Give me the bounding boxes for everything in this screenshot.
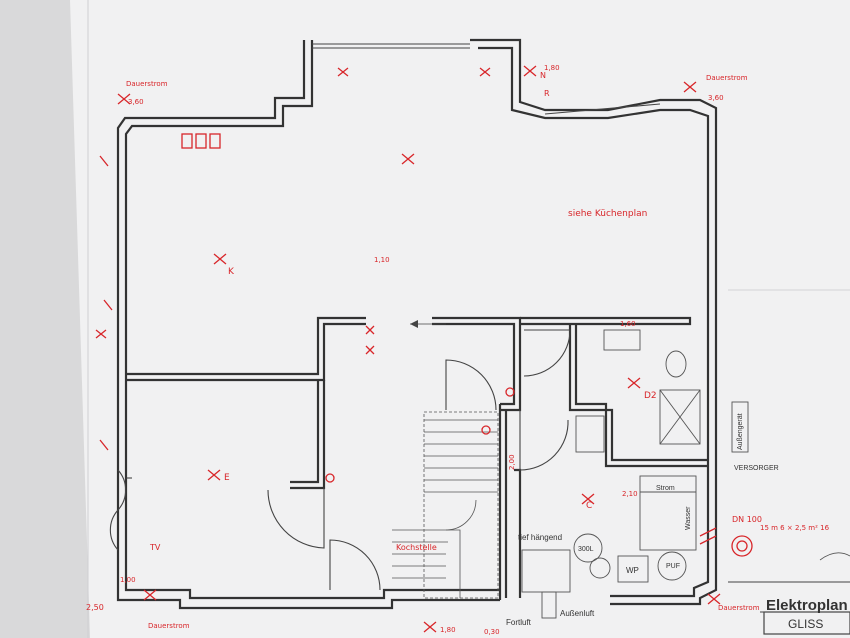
annot-dauerstrom-tr: Dauerstrom [706, 74, 748, 82]
annot-val-180-bottom: 1,80 [440, 626, 456, 634]
annot-val-100: 1,00 [120, 576, 136, 584]
annot-dauerstrom-br: Dauerstrom [718, 604, 760, 612]
label-strom: Strom [656, 485, 675, 492]
red-annotations: Dauerstrom 3,60 Dauerstrom 3,60 1,80 N R… [86, 64, 830, 636]
label-aussenluft: Außenluft [560, 609, 595, 618]
printed-labels: tief hängend Strom Wasser Außengerät VER… [506, 413, 848, 631]
electrical-symbols [95, 65, 753, 633]
annot-dn100: DN 100 [732, 515, 762, 524]
annot-val-200: 2,00 [508, 454, 516, 470]
annot-val-250: 2,50 [86, 603, 104, 612]
annot-val-360-tr: 3,60 [708, 94, 724, 102]
annot-val-210: 2,10 [622, 490, 638, 498]
annot-val-160: 1,60 [620, 320, 636, 328]
annot-dauerstrom-bl: Dauerstrom [148, 622, 190, 630]
doors [109, 329, 571, 591]
annot-letter-c: C [586, 501, 592, 511]
label-tief-haengend: tief hängend [518, 533, 562, 542]
label-wp: WP [626, 566, 639, 575]
bathroom-fixtures [575, 329, 701, 453]
label-versorger: VERSORGER [734, 465, 779, 472]
annot-kochstelle: Kochstelle [396, 543, 437, 552]
annot-tv: TV [149, 543, 161, 552]
annot-letter-n: N [540, 71, 546, 80]
annot-kuechenplan: siehe Küchenplan [568, 209, 647, 219]
annot-d2: D2 [644, 391, 657, 401]
annot-val-030: 0,30 [484, 628, 500, 636]
label-puf: PUF [666, 563, 680, 570]
label-wasser: Wasser [685, 506, 692, 530]
annot-val-110: 1,10 [374, 256, 390, 264]
interior-walls [126, 316, 708, 600]
annot-letter-r: R [544, 89, 550, 98]
staircase [392, 411, 499, 599]
title-box-text: GLISS [788, 617, 823, 631]
annot-val-360: 3,60 [128, 98, 144, 106]
title-elektroplan: Elektroplan [766, 597, 848, 614]
annot-letter-k: K [228, 267, 235, 277]
annot-val-180-top: 1,80 [544, 64, 560, 72]
technical-room [521, 401, 749, 619]
annot-note-right: 15 m 6 × 2,5 m² 16 [760, 524, 830, 532]
label-300l: 300L [578, 546, 594, 553]
annot-e: E [224, 473, 230, 483]
title-block [728, 552, 850, 635]
outer-walls [116, 38, 718, 610]
label-fortluft: Fortluft [506, 618, 532, 627]
label-aussengeraet: Außengerät [737, 413, 744, 450]
annot-dauerstrom-tl: Dauerstrom [126, 80, 168, 88]
